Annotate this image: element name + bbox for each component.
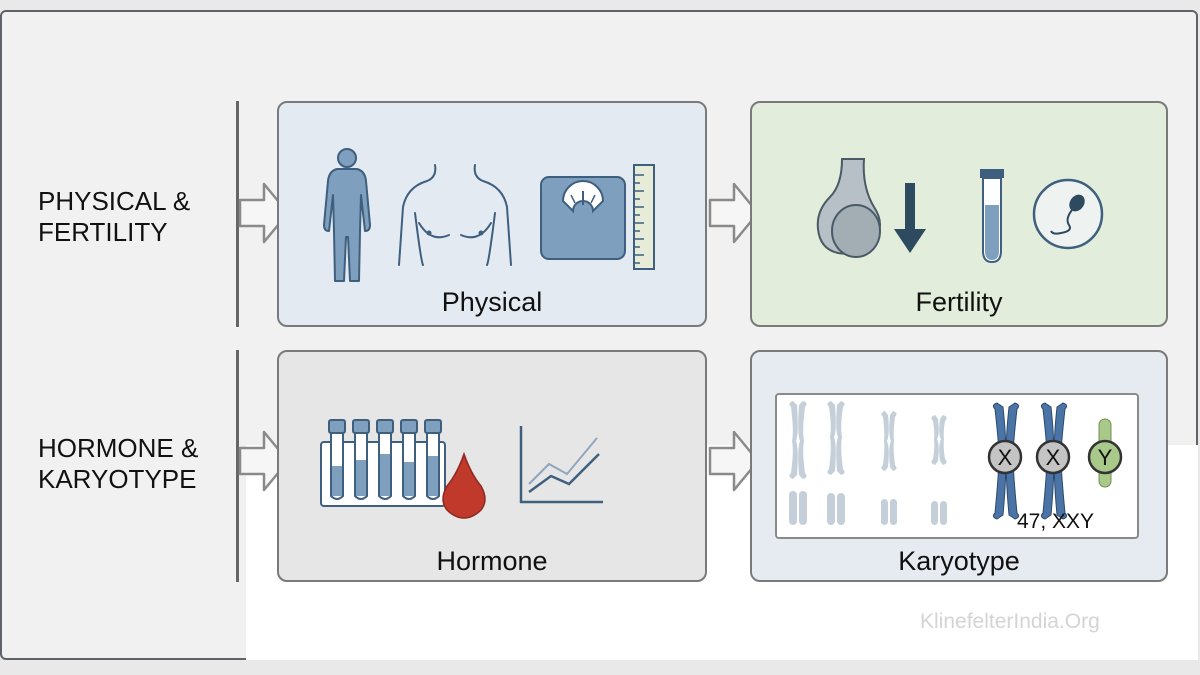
blood-drop-icon <box>442 452 486 519</box>
chromosome-label-text: Y <box>1098 445 1113 470</box>
panel-physical: Physical <box>277 101 707 327</box>
panel-label-karyotype: Karyotype <box>898 546 1020 576</box>
karyotype-caption: 47, XXY <box>1017 510 1095 533</box>
row-label-line: HORMONE & <box>38 433 199 463</box>
down-arrow-icon <box>894 183 926 253</box>
panel-karyotype: X X Y 47, XXY Karyotype <box>750 350 1168 582</box>
chromosome-label-y: Y <box>1087 439 1123 475</box>
chromosome-label-text: X <box>998 445 1013 470</box>
test-tube-icon <box>980 169 1004 264</box>
ruler-icon <box>633 164 655 270</box>
chromosome-label-x: X <box>1035 439 1071 475</box>
panel-label-fertility: Fertility <box>915 287 1003 317</box>
chest-icon <box>398 164 512 266</box>
panel-label-physical: Physical <box>441 287 543 317</box>
weight-scale-icon <box>540 176 626 260</box>
line-graph-icon <box>519 426 603 504</box>
row-label-line: FERTILITY <box>38 217 168 247</box>
flow-arrow-icon <box>238 430 290 492</box>
flow-arrow-icon <box>708 430 760 492</box>
panel-label-hormone: Hormone <box>436 546 548 576</box>
flow-arrow-icon <box>708 182 760 244</box>
row-divider <box>236 101 239 327</box>
panel-hormone: Hormone <box>277 350 707 582</box>
row-divider <box>236 350 239 582</box>
sperm-icon <box>1032 178 1104 250</box>
row-label-line: PHYSICAL & <box>38 186 191 216</box>
blood-tube-rack-icon <box>320 419 446 507</box>
row-label-physical-fertility: PHYSICAL & FERTILITY <box>38 186 228 248</box>
chromosome-label-text: X <box>1046 445 1061 470</box>
chromosome-label-x: X <box>987 439 1023 475</box>
flow-arrow-icon <box>238 182 290 244</box>
karyotype-display: X X Y 47, XXY <box>775 393 1139 539</box>
panel-fertility: Fertility <box>750 101 1168 327</box>
testis-icon <box>816 158 881 258</box>
row-label-hormone-karyotype: HORMONE & KARYOTYPE <box>38 433 228 495</box>
watermark: KlinefelterIndia.Org <box>920 610 1100 633</box>
human-body-icon <box>323 148 371 282</box>
row-label-line: KARYOTYPE <box>38 464 197 494</box>
